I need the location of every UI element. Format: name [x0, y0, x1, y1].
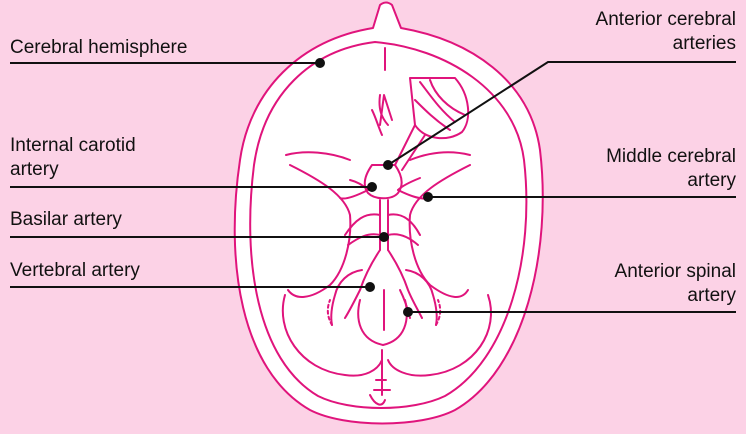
- dot-anterior-cerebral: [384, 161, 392, 169]
- label-middle-cerebral-line1: Middle cerebral: [606, 145, 736, 169]
- label-basilar-artery-text: Basilar artery: [10, 209, 122, 230]
- label-basilar-artery: Basilar artery: [10, 208, 122, 232]
- dot-basilar: [380, 233, 388, 241]
- label-anterior-spinal: Anterior spinal artery: [615, 260, 736, 308]
- dot-anterior-spinal: [404, 308, 412, 316]
- circle-of-willis: [365, 165, 402, 198]
- label-vertebral-artery-text: Vertebral artery: [10, 260, 140, 281]
- label-middle-cerebral: Middle cerebral artery: [606, 145, 736, 193]
- label-cerebral-hemisphere: Cerebral hemisphere: [10, 36, 187, 60]
- label-anterior-spinal-line1: Anterior spinal: [615, 260, 736, 284]
- dot-vertebral: [366, 283, 374, 291]
- label-vertebral-artery: Vertebral artery: [10, 259, 140, 283]
- label-anterior-cerebral-line1: Anterior cerebral: [596, 8, 736, 32]
- label-middle-cerebral-line2: artery: [606, 169, 736, 193]
- dot-internal-carotid: [368, 183, 376, 191]
- label-cerebral-hemisphere-text: Cerebral hemisphere: [10, 37, 187, 58]
- orbit: [410, 78, 468, 138]
- dot-cerebral-hemisphere: [316, 59, 324, 67]
- label-internal-carotid-line2: artery: [10, 158, 136, 182]
- label-internal-carotid: Internal carotid artery: [10, 134, 136, 182]
- label-internal-carotid-line1: Internal carotid: [10, 134, 136, 158]
- label-anterior-cerebral-line2: arteries: [596, 32, 736, 56]
- dot-middle-cerebral: [424, 193, 432, 201]
- label-anterior-cerebral: Anterior cerebral arteries: [596, 8, 736, 56]
- label-anterior-spinal-line2: artery: [615, 284, 736, 308]
